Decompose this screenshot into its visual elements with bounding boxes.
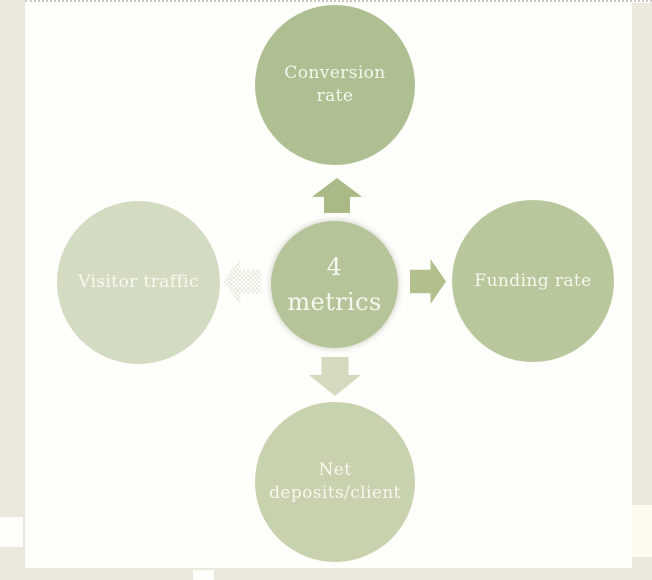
node-center-4-metrics: 4 metrics (271, 221, 398, 348)
node-visitor-traffic: Visitor traffic (57, 201, 220, 364)
node-conversion-rate-label: Conversion rate (284, 63, 386, 106)
frame-bottom-notch (193, 570, 214, 580)
torn-edge-top-dotted-line (25, 0, 652, 2)
node-funding-rate-label: Funding rate (474, 270, 592, 291)
node-net-deposits-client-label: Net deposits/client (269, 460, 401, 503)
arrow-right-icon (410, 259, 446, 304)
arrow-down-icon (309, 357, 361, 396)
arrow-left-icon (223, 259, 261, 304)
node-conversion-rate: Conversion rate (255, 5, 415, 165)
node-funding-rate: Funding rate (452, 200, 614, 362)
frame-strip-right (632, 3, 652, 580)
frame-strip-bottom (0, 568, 652, 580)
arrow-up-icon (312, 178, 362, 213)
frame-left-notch (0, 517, 23, 547)
node-center-label: 4 metrics (287, 252, 382, 316)
node-net-deposits-client: Net deposits/client (255, 402, 415, 562)
frame-right-cream-segment (632, 505, 652, 557)
frame-strip-left (0, 0, 25, 580)
node-visitor-traffic-label: Visitor traffic (78, 272, 199, 293)
